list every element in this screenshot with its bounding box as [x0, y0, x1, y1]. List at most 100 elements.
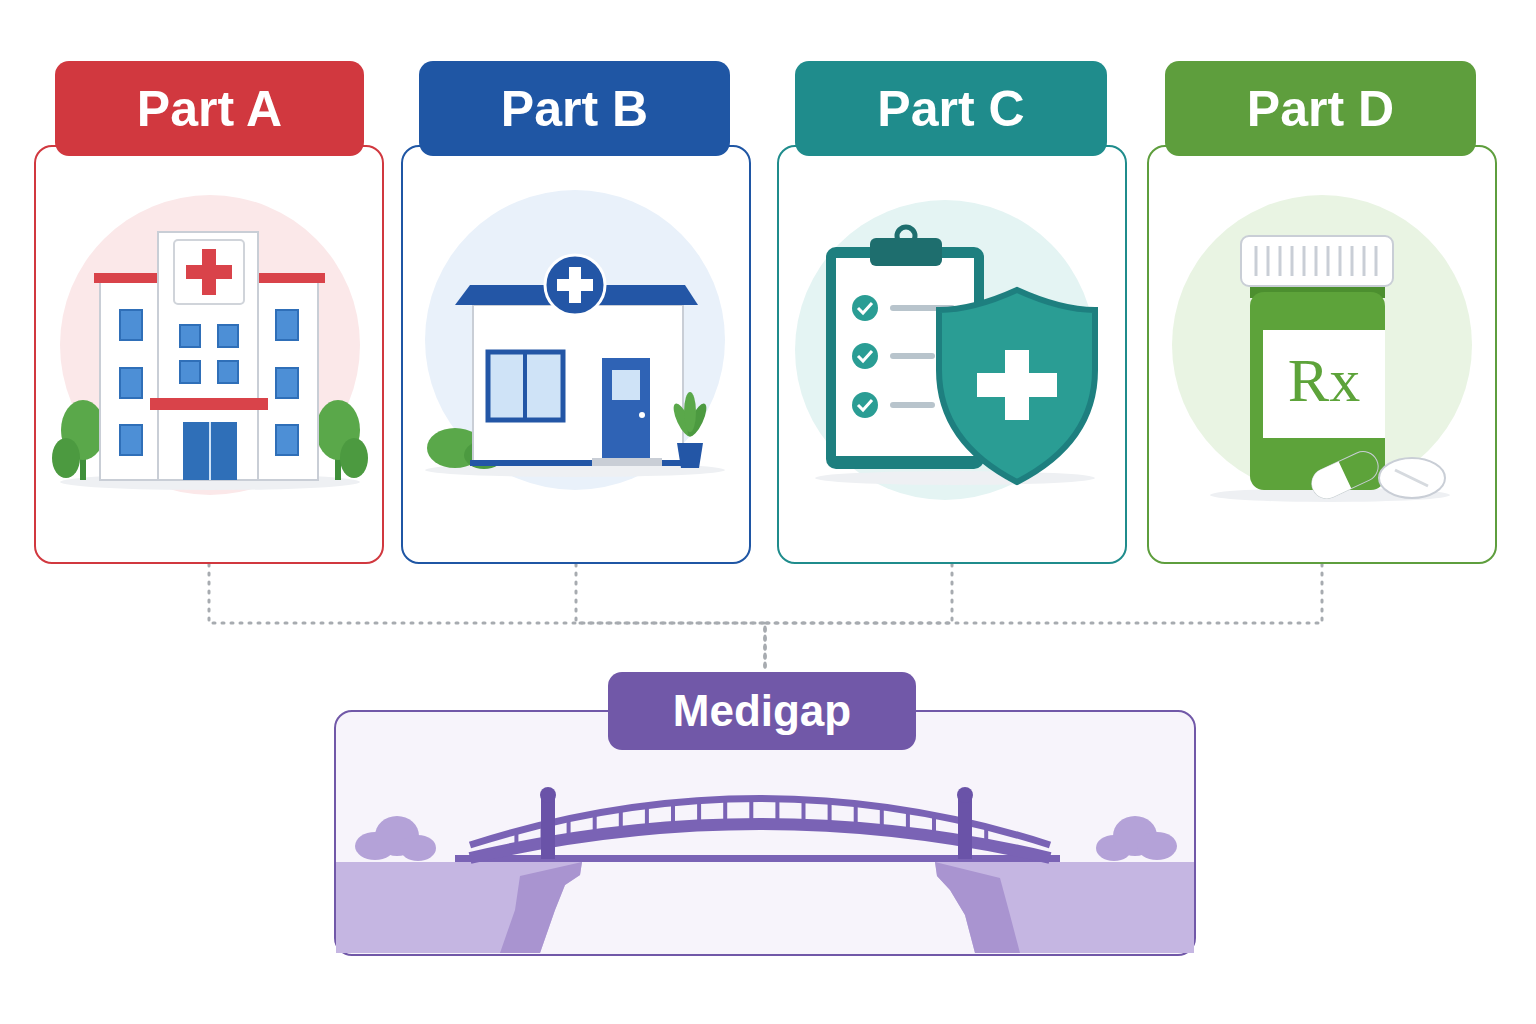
- bridge-baluster: [723, 799, 727, 824]
- pill-bottle-illustration: [1307, 447, 1383, 504]
- bridge-baluster: [932, 815, 936, 836]
- clinic-illustration: [639, 412, 645, 418]
- dotted-connector: [576, 564, 765, 672]
- bridge-illustration: [355, 832, 395, 860]
- hospital-illustration: [80, 440, 86, 480]
- clipboard-shield-illustration: [858, 303, 872, 313]
- bridge-baluster: [514, 831, 518, 848]
- pill-bottle-illustration: [1241, 236, 1393, 286]
- card-heading: Medigap: [673, 686, 851, 736]
- hospital-illustration: [52, 438, 80, 478]
- clinic-illustration: [470, 460, 685, 466]
- bridge-illustration: [1096, 835, 1132, 861]
- bridge-illustration: [935, 862, 1020, 953]
- clipboard-shield-illustration: [890, 305, 955, 311]
- bridge-baluster: [645, 806, 649, 830]
- clipboard-shield-illustration: [795, 200, 1095, 500]
- card-heading: Part B: [501, 80, 648, 138]
- bridge-illustration: [455, 855, 1060, 862]
- clinic-illustration: [488, 352, 563, 420]
- clipboard-shield-illustration: [870, 238, 942, 266]
- dotted-connector: [209, 564, 765, 672]
- dotted-connector: [765, 564, 1322, 672]
- bridge-post: [541, 797, 555, 859]
- card-heading: Part C: [877, 80, 1024, 138]
- hospital-illustration: [52, 195, 368, 495]
- clinic-illustration: [569, 267, 581, 303]
- bridge-post-cap: [540, 787, 556, 803]
- bridge-illustration: [375, 816, 419, 856]
- clipboard-shield-illustration: [826, 247, 984, 469]
- clipboard-shield-illustration: [836, 258, 974, 456]
- bridge-baluster: [906, 811, 910, 833]
- bridge-illustration: [336, 787, 1194, 953]
- pill-bottle-illustration: [1327, 246, 1330, 276]
- pill-bottle-illustration: [1395, 470, 1428, 486]
- card-tab: Part C: [795, 61, 1107, 156]
- clipboard-shield-illustration: [795, 200, 1095, 500]
- hospital-illustration: [120, 368, 142, 398]
- hospital-illustration: [186, 265, 232, 279]
- clipboard-shield-illustration: [858, 351, 872, 361]
- bridge-baluster: [567, 819, 571, 839]
- part-card: Part A: [34, 61, 384, 564]
- hospital-illustration: [94, 273, 325, 283]
- clinic-illustration: [677, 443, 703, 468]
- clinic-illustration: [602, 358, 650, 462]
- hospital-illustration: [202, 249, 216, 295]
- part-card: Medigap: [334, 672, 1196, 956]
- card-tab: Part B: [419, 61, 730, 156]
- hospital-illustration: [183, 422, 237, 480]
- hospital-illustration: [316, 400, 360, 460]
- hospital-illustration: [276, 310, 298, 340]
- pill-bottle-illustration: [1291, 246, 1294, 276]
- pill-bottle-illustration: [1363, 246, 1366, 276]
- pill-bottle-illustration: [1375, 246, 1378, 276]
- pill-bottle-illustration: [1256, 246, 1376, 276]
- clinic-illustration: [684, 401, 710, 439]
- card-heading: Part A: [137, 80, 282, 138]
- hospital-illustration: [158, 232, 258, 480]
- bridge-illustration: [500, 862, 582, 953]
- card-frame: [777, 145, 1127, 564]
- pill-bottle-illustration: [1250, 292, 1385, 490]
- clinic-illustration: [425, 190, 725, 490]
- clinic-illustration: [425, 463, 725, 477]
- bridge-baluster: [619, 809, 623, 832]
- clipboard-shield-illustration: [1005, 350, 1029, 420]
- hospital-illustration: [174, 240, 244, 304]
- clinic-illustration: [425, 190, 725, 490]
- pill-bottle-illustration: [1267, 246, 1270, 276]
- card-tab: Medigap: [608, 672, 916, 750]
- pill-bottle-illustration: [1351, 246, 1354, 276]
- pill-bottle-illustration: [1172, 195, 1472, 503]
- pill-bottle-illustration: [1307, 461, 1351, 503]
- bridge-baluster: [802, 800, 806, 825]
- hospital-illustration: [180, 325, 200, 347]
- bridge-rail: [470, 799, 1050, 846]
- part-card: Part D: [1147, 61, 1497, 564]
- bridge-baluster: [984, 827, 988, 845]
- clipboard-shield-illustration: [852, 295, 878, 321]
- card-tab: Part A: [55, 61, 364, 156]
- bridge-illustration: [935, 862, 1194, 953]
- bridge-baluster: [958, 821, 962, 841]
- card-frame: [34, 145, 384, 564]
- part-card: Part C: [777, 61, 1127, 564]
- hospital-illustration: [150, 398, 268, 410]
- pill-bottle-illustration: [1315, 246, 1318, 276]
- clinic-illustration: [473, 305, 683, 463]
- hospital-illustration: [218, 361, 238, 383]
- card-frame: [401, 145, 751, 564]
- hospital-illustration: [276, 425, 298, 455]
- part-card: Part B: [401, 61, 751, 564]
- bridge-baluster: [671, 803, 675, 827]
- hospital-illustration: [340, 438, 368, 478]
- bridge-baluster: [828, 801, 832, 826]
- bridge-baluster: [775, 799, 779, 824]
- hospital-illustration: [120, 310, 298, 455]
- hospital-illustration: [180, 361, 200, 383]
- pill-bottle-illustration: [1379, 458, 1445, 498]
